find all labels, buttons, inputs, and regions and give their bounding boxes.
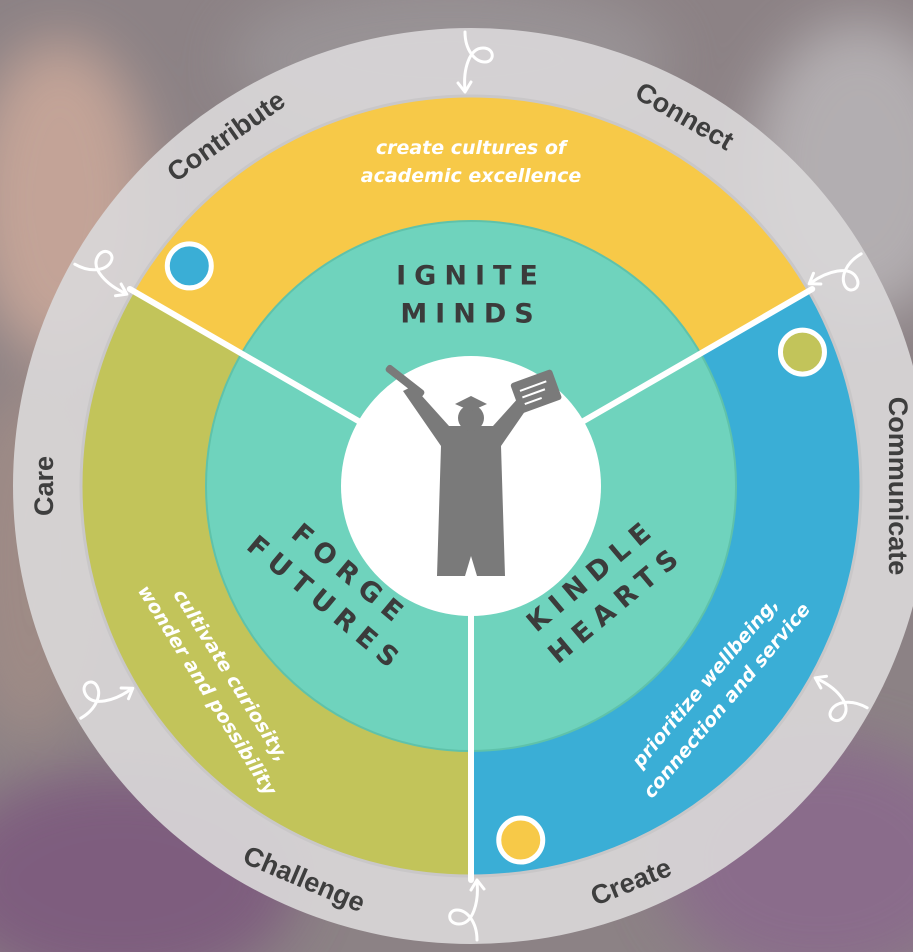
pillar-label: IGNITE MINDS: [396, 261, 546, 330]
loop-arrow-icon: [448, 878, 486, 942]
segment-curiosity: [80, 291, 471, 876]
outer-word: Care: [29, 456, 59, 516]
divider-line: [126, 286, 366, 427]
loop-arrow-icon: [79, 680, 135, 720]
pillar-line1: IGNITE: [396, 261, 546, 292]
segment-academic: [133, 96, 809, 355]
loop-arrow-icon: [73, 249, 129, 298]
puzzle-tab: [164, 241, 214, 291]
loop-arrow-icon: [807, 252, 863, 292]
graduate-icon: [385, 364, 562, 576]
tagline-line2: academic excellence: [361, 165, 582, 187]
loop-arrow-icon: [456, 30, 494, 94]
tagline-line1: create cultures of: [376, 137, 569, 159]
tagline: create cultures of academic excellence: [361, 137, 582, 187]
dividers: [126, 286, 816, 883]
divider-line: [576, 286, 816, 427]
segments: [79, 94, 863, 878]
pillar-line2: MINDS: [400, 299, 541, 330]
loop-arrow-icon: [813, 674, 869, 723]
loop-arrows: [73, 30, 869, 942]
segment-wellbeing: [471, 291, 861, 876]
puzzle-tab: [496, 815, 546, 865]
puzzle-tab: [777, 327, 827, 377]
outer-word: Communicate: [883, 397, 913, 576]
